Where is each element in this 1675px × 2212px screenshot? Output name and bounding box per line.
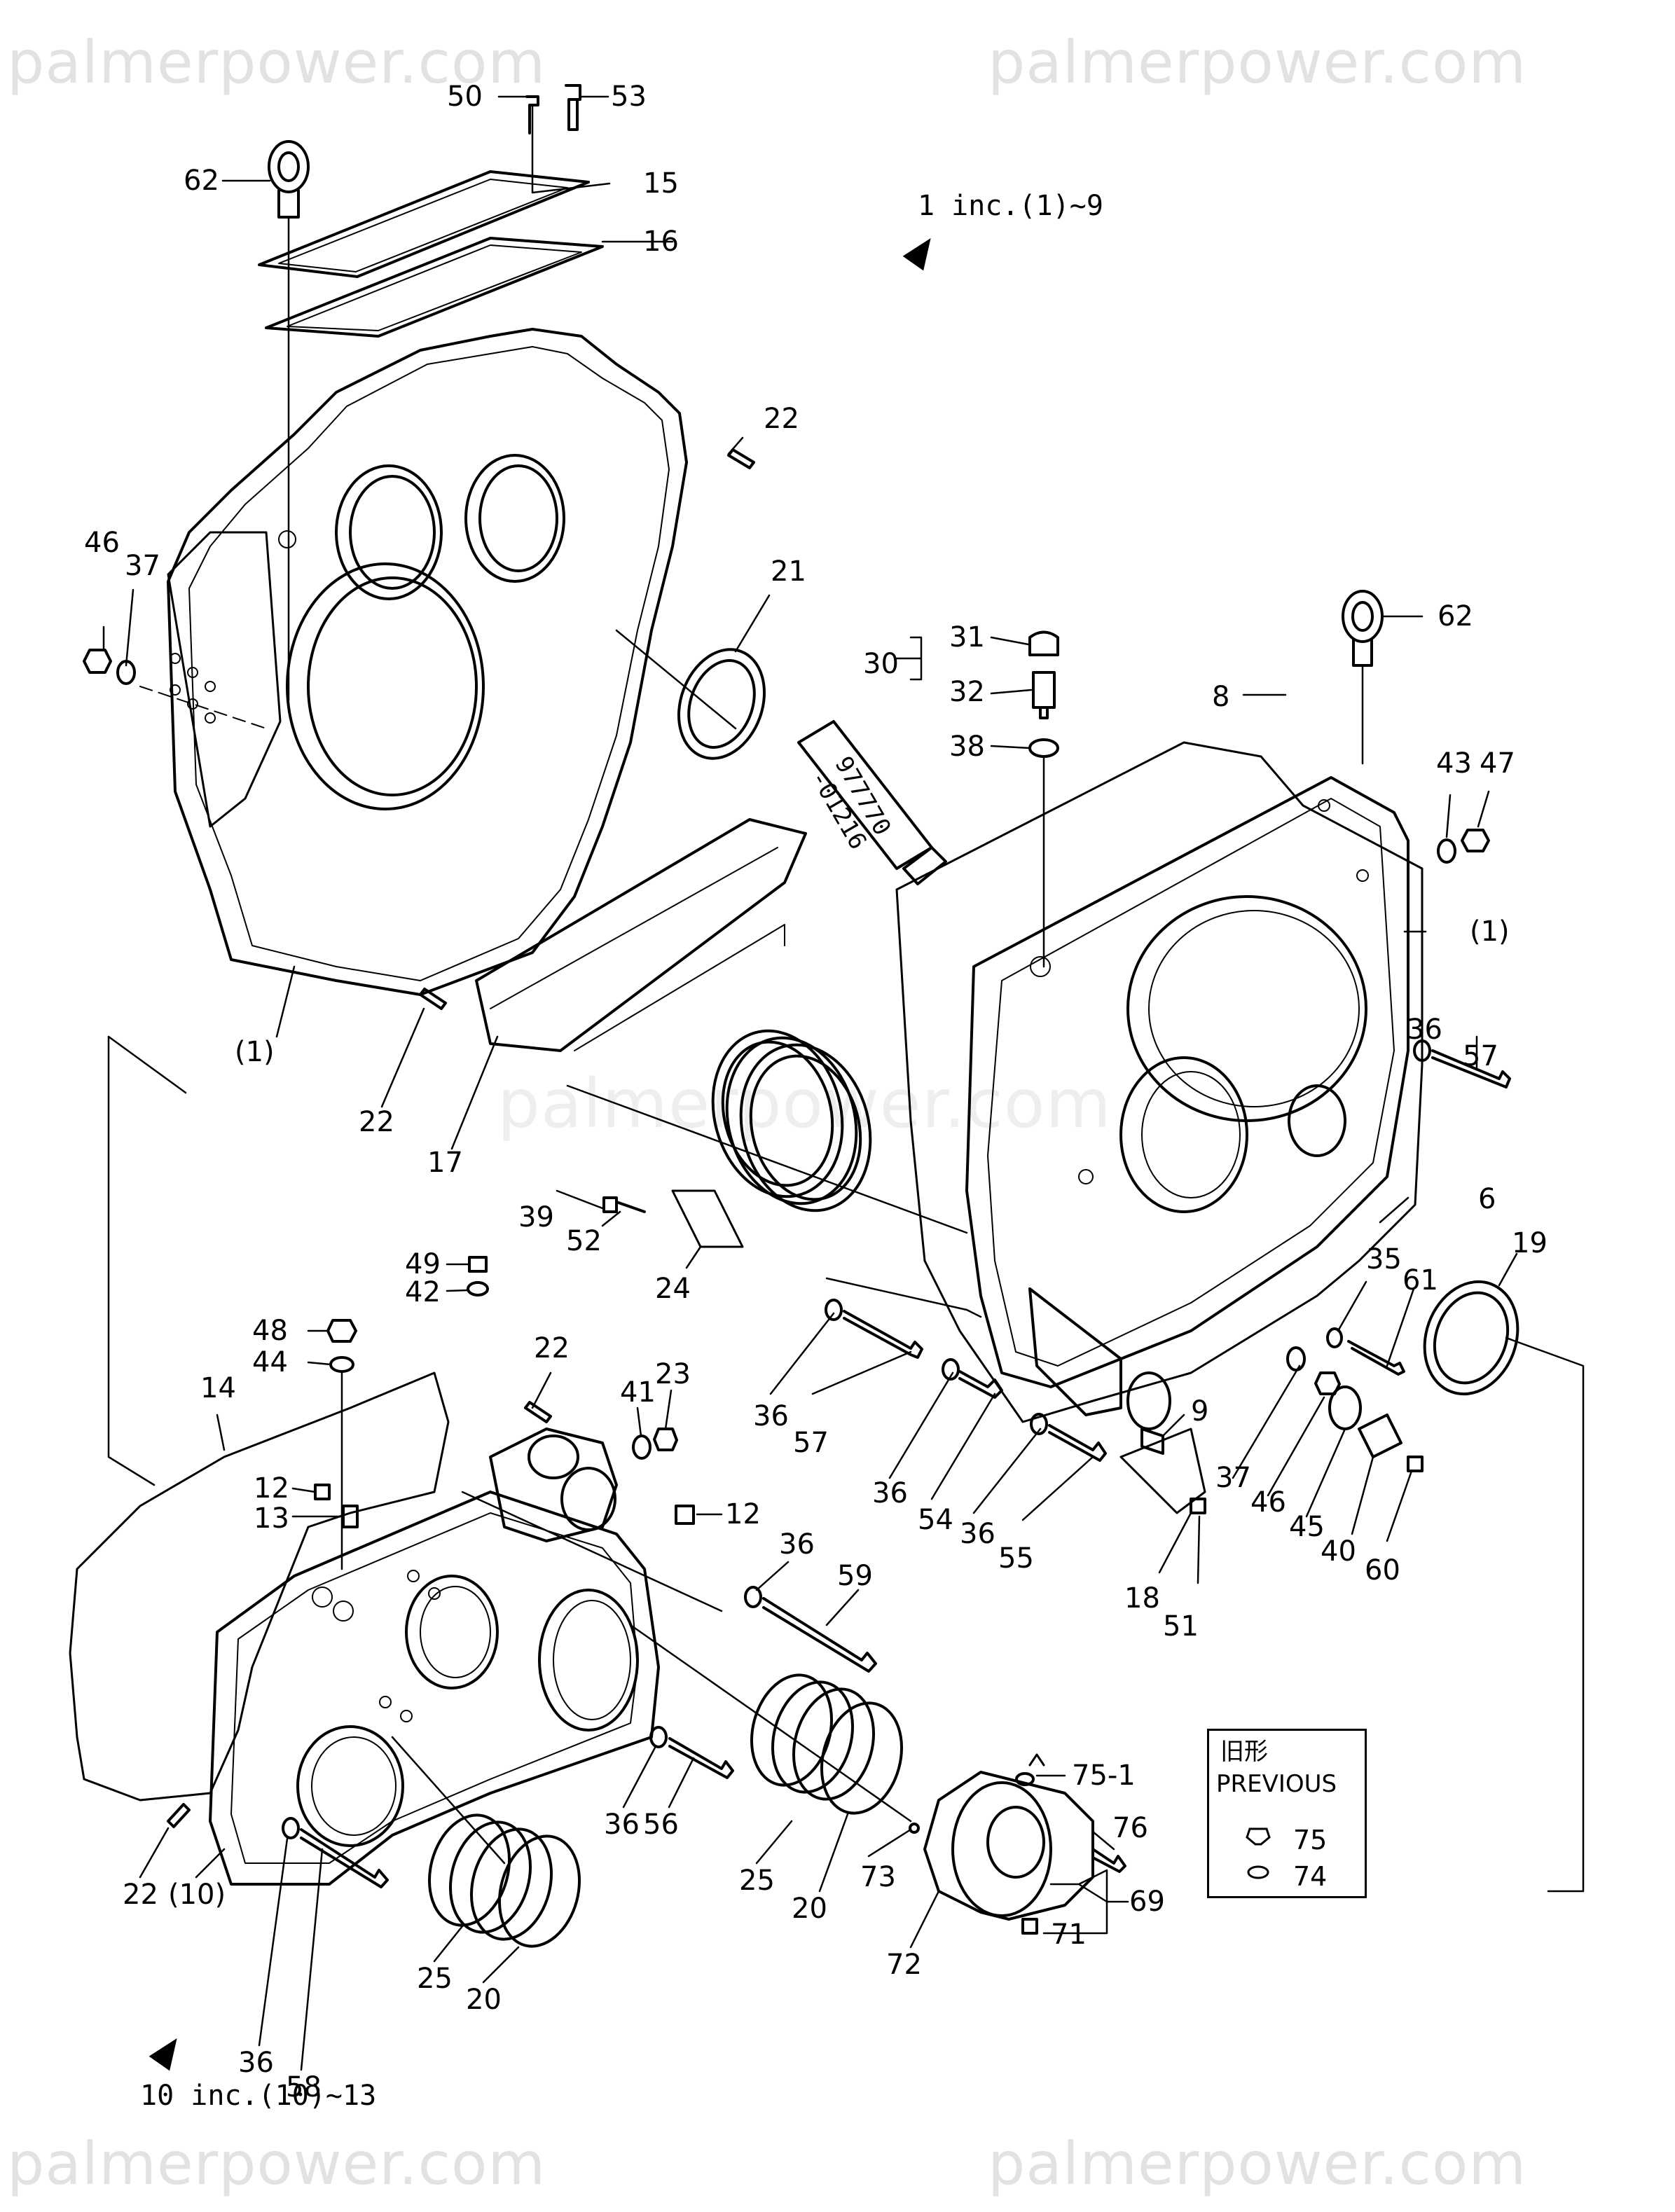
callout-45: 45 [1289,1511,1325,1543]
callout-20: 20 [792,1893,827,1925]
callout-22: 22 [534,1332,570,1364]
callout-22: 22 [764,403,799,435]
callout-20: 20 [466,1984,502,2016]
callout-76: 76 [1112,1812,1148,1844]
callout-13: 13 [254,1502,289,1535]
callout-19: 19 [1512,1227,1548,1259]
callout-30: 30 [863,648,899,680]
callout-8: 8 [1212,681,1230,713]
callout-49: 49 [405,1248,441,1280]
callout-52: 52 [566,1225,602,1257]
callout-22: 22 [359,1106,394,1138]
callout-21: 21 [771,555,806,588]
callout-55: 55 [998,1542,1034,1575]
callout-62: 62 [184,165,219,197]
seal-rings-24 [671,1029,872,1248]
callout-22: 22 [123,1879,158,1911]
callout-40: 40 [1321,1535,1356,1568]
callout-9: 9 [1191,1395,1209,1428]
watermark-top-left: palmerpower.com [7,28,546,97]
watermark-top-right: palmerpower.com [988,28,1527,97]
callout-72: 72 [886,1949,922,1981]
note-top: 1 inc.(1)~9 [918,190,1103,222]
callout-61: 61 [1402,1264,1438,1297]
legend-subtitle: PREVIOUS [1216,1770,1337,1798]
watermark-center: palmerpower.com [497,1065,1112,1143]
callout-54: 54 [918,1504,953,1536]
callout-14: 14 [200,1372,236,1404]
note-bottom: 10 inc.(10)~13 [140,2080,377,2112]
callout-16: 16 [643,226,679,258]
watermark-bottom-right: palmerpower.com [988,2129,1527,2198]
callout-39: 39 [518,1201,554,1233]
callout-6: 6 [1478,1183,1496,1215]
callout-25: 25 [417,1963,453,1995]
callout-36: 36 [779,1528,815,1561]
callout-15: 15 [643,167,679,200]
watermark-bottom-left: palmerpower.com [7,2129,546,2198]
callout-31: 31 [949,621,985,654]
callout-36: 36 [238,2047,274,2079]
callout-23: 23 [655,1358,691,1390]
legend-icons [1246,1827,1271,1879]
callout-50: 50 [447,81,483,113]
callout-44: 44 [252,1346,288,1378]
callout-36: 36 [960,1518,995,1550]
leader-lines [102,95,1585,2071]
callout-60: 60 [1365,1554,1400,1587]
legend-item-74: 74 [1293,1861,1328,1892]
callout-38: 38 [949,731,985,763]
cover-17 [475,818,807,1052]
callout-1-right: (1) [1470,915,1510,948]
callout-12: 12 [725,1498,761,1530]
callout-48: 48 [252,1315,288,1347]
callout-47: 47 [1480,747,1515,780]
callout-25: 25 [739,1865,775,1897]
sealant-tube [797,720,947,885]
callout-71: 71 [1051,1919,1087,1951]
plug-icon [1246,1827,1271,1846]
upper-housing [83,84,766,1010]
callout-57: 57 [1463,1040,1498,1072]
callout-10: (10) [168,1879,226,1911]
callout-37: 37 [1215,1462,1251,1494]
callout-18: 18 [1124,1582,1160,1615]
callout-32: 32 [949,676,985,708]
callout-59: 59 [837,1560,873,1592]
callout-51: 51 [1163,1610,1199,1643]
callout-75-1: 75-1 [1072,1760,1136,1792]
callout-62: 62 [1438,600,1473,633]
callout-36: 36 [753,1400,789,1432]
lower-housing [69,1256,1126,1948]
callout-35: 35 [1366,1243,1402,1276]
callout-12: 12 [254,1472,289,1505]
callout-36: 36 [1407,1014,1442,1046]
callout-17: 17 [427,1147,463,1179]
callout-37: 37 [125,550,160,582]
callout-57: 57 [793,1427,829,1459]
callout-36: 36 [872,1477,908,1509]
callout-58: 58 [286,2071,322,2103]
callout-73: 73 [860,1861,896,1893]
callout-69: 69 [1129,1886,1165,1918]
callout-36: 36 [604,1809,640,1841]
legend-item-75: 75 [1293,1825,1328,1855]
callout-1-upper: (1) [235,1036,275,1068]
o-ring-icon [1247,1865,1269,1879]
callout-42: 42 [405,1276,441,1308]
callout-46: 46 [1250,1486,1286,1519]
callout-43: 43 [1436,747,1472,780]
callout-24: 24 [655,1273,691,1305]
callout-56: 56 [643,1809,679,1841]
callout-41: 41 [620,1376,656,1409]
previous-legend: 旧形 PREVIOUS 75 74 [1207,1729,1367,1898]
right-housing [895,590,1424,1514]
callout-53: 53 [611,81,647,113]
legend-title: 旧形 [1220,1738,1268,1766]
callout-46: 46 [84,527,120,559]
